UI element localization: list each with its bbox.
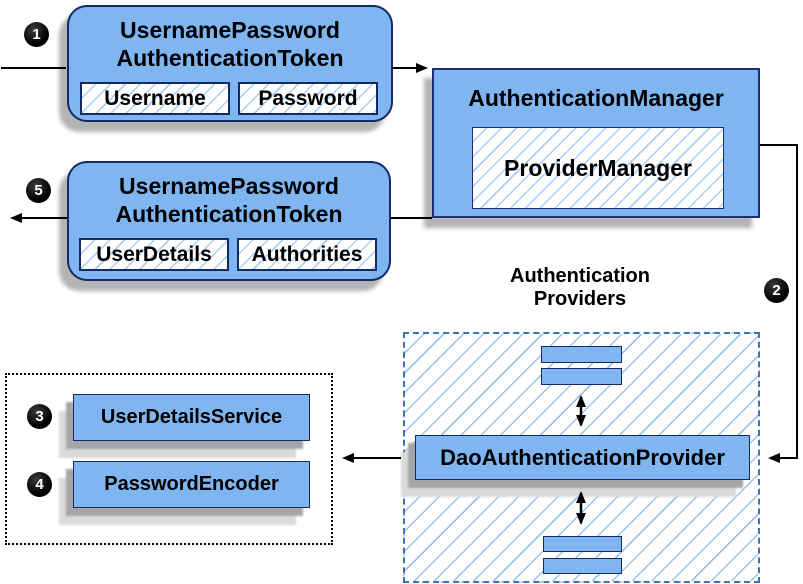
password-encoder-label: PasswordEncoder — [104, 473, 279, 495]
step-1-badge: 1 — [24, 22, 49, 47]
token-request-title-line1: UsernamePassword — [120, 17, 340, 43]
dao-authentication-provider-label: DaoAuthenticationProvider — [440, 444, 725, 470]
password-field-label: Password — [258, 86, 358, 110]
authentication-manager-title: AuthenticationManager — [468, 85, 724, 111]
step-2-badge: 2 — [764, 278, 789, 303]
token-response-title-line1: UsernamePassword — [119, 173, 339, 199]
step-3-badge: 3 — [27, 404, 52, 429]
user-details-field-label: UserDetails — [96, 242, 212, 266]
authorities-field-label: Authorities — [251, 242, 363, 266]
dao-authentication-provider-box: DaoAuthenticationProvider — [415, 435, 750, 480]
token-request-title: UsernamePassword AuthenticationToken — [69, 16, 391, 72]
username-field-label: Username — [104, 86, 206, 110]
user-details-service-label: UserDetailsService — [100, 406, 283, 428]
authentication-providers-title: Authentication Providers — [470, 265, 690, 311]
step-5-badge: 5 — [26, 178, 51, 203]
provider-placeholder-bar-3 — [543, 536, 622, 552]
provider-manager-label: ProviderManager — [504, 154, 692, 181]
password-encoder-box: PasswordEncoder — [73, 461, 310, 508]
authentication-manager-box: AuthenticationManager ProviderManager — [432, 68, 760, 218]
provider-placeholder-bar-4 — [543, 558, 622, 574]
username-password-token-response-box: UsernamePassword AuthenticationToken Use… — [67, 161, 391, 281]
username-field-box: Username — [80, 82, 230, 115]
token-request-title-line2: AuthenticationToken — [116, 45, 344, 71]
authentication-providers-title-line1: Authentication — [510, 265, 650, 287]
provider-placeholder-bar-2 — [541, 368, 622, 385]
password-field-box: Password — [238, 82, 378, 115]
authentication-providers-title-line2: Providers — [533, 288, 627, 310]
user-details-field-box: UserDetails — [79, 238, 229, 271]
token-response-title: UsernamePassword AuthenticationToken — [69, 172, 389, 228]
token-response-title-line2: AuthenticationToken — [115, 201, 343, 227]
username-password-token-request-box: UsernamePassword AuthenticationToken Use… — [67, 5, 393, 122]
provider-manager-box: ProviderManager — [472, 127, 724, 209]
provider-placeholder-bar-1 — [541, 346, 622, 363]
authorities-field-box: Authorities — [237, 238, 377, 271]
step-4-badge: 4 — [27, 472, 52, 497]
user-details-service-box: UserDetailsService — [73, 394, 310, 441]
